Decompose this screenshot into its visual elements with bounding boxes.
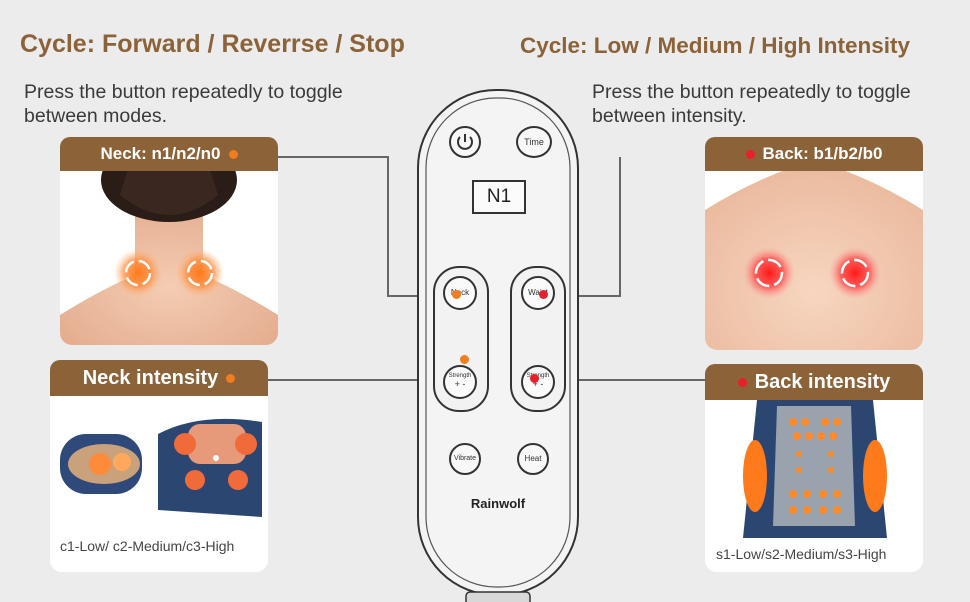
remote-display: N1 <box>472 180 526 214</box>
power-icon <box>457 134 473 150</box>
neck-mode-label: Neck: n1/n2/n0 <box>60 137 278 171</box>
neck-pillow-photo <box>50 362 268 572</box>
neck-strength-symbol: + - <box>454 379 466 389</box>
back-photo <box>705 155 923 350</box>
back-mode-label: Back: b1/b2/b0 <box>705 137 923 171</box>
vibrate-button[interactable]: Vibrate <box>449 443 481 475</box>
back-intensity-caption: s1-Low/s2-Medium/s3-High <box>716 546 887 562</box>
time-button[interactable]: Time <box>516 126 552 158</box>
neck-intensity-dot <box>226 374 236 384</box>
back-intensity-text: Back intensity <box>754 371 891 393</box>
brand-label: Rainwolf <box>470 496 526 511</box>
neck-intensity-caption: c1-Low/ c2-Medium/c3-High <box>60 538 235 554</box>
left-heading: Cycle: Forward / Reverrse / Stop <box>20 30 405 58</box>
neck-photo-card <box>60 155 278 345</box>
back-photo-card <box>705 155 923 350</box>
back-strength-indicator <box>530 374 539 383</box>
neck-mode-text: Neck: n1/n2/n0 <box>100 144 221 163</box>
left-description: Press the button repeatedly to toggle be… <box>24 81 343 127</box>
back-intensity-label: Back intensity <box>705 364 923 400</box>
neck-intensity-text: Neck intensity <box>82 367 219 389</box>
heat-button[interactable]: Heat <box>517 443 549 475</box>
neck-strength-button[interactable]: Strength + - <box>443 365 477 399</box>
power-button[interactable] <box>449 126 481 158</box>
back-mode-dot <box>745 150 755 160</box>
neck-button-indicator <box>452 290 461 299</box>
neck-mode-dot <box>228 150 238 160</box>
neck-photo <box>60 155 278 345</box>
right-heading: Cycle: Low / Medium / High Intensity <box>520 33 911 58</box>
back-intensity-card <box>705 366 923 572</box>
neck-strength-label: Strength <box>448 373 472 379</box>
neck-intensity-card <box>50 362 268 572</box>
waist-button[interactable]: Waist <box>521 276 555 310</box>
back-seat-photo <box>705 366 923 572</box>
back-strength-button[interactable]: Strength + - <box>521 365 555 399</box>
neck-strength-indicator <box>460 355 469 364</box>
right-description: Press the button repeatedly to toggle be… <box>592 81 911 127</box>
waist-button-indicator <box>539 290 548 299</box>
neck-intensity-label: Neck intensity <box>50 360 268 396</box>
back-strength-symbol: + - <box>532 379 544 389</box>
back-mode-text: Back: b1/b2/b0 <box>762 144 883 163</box>
back-intensity-dot <box>737 378 747 388</box>
